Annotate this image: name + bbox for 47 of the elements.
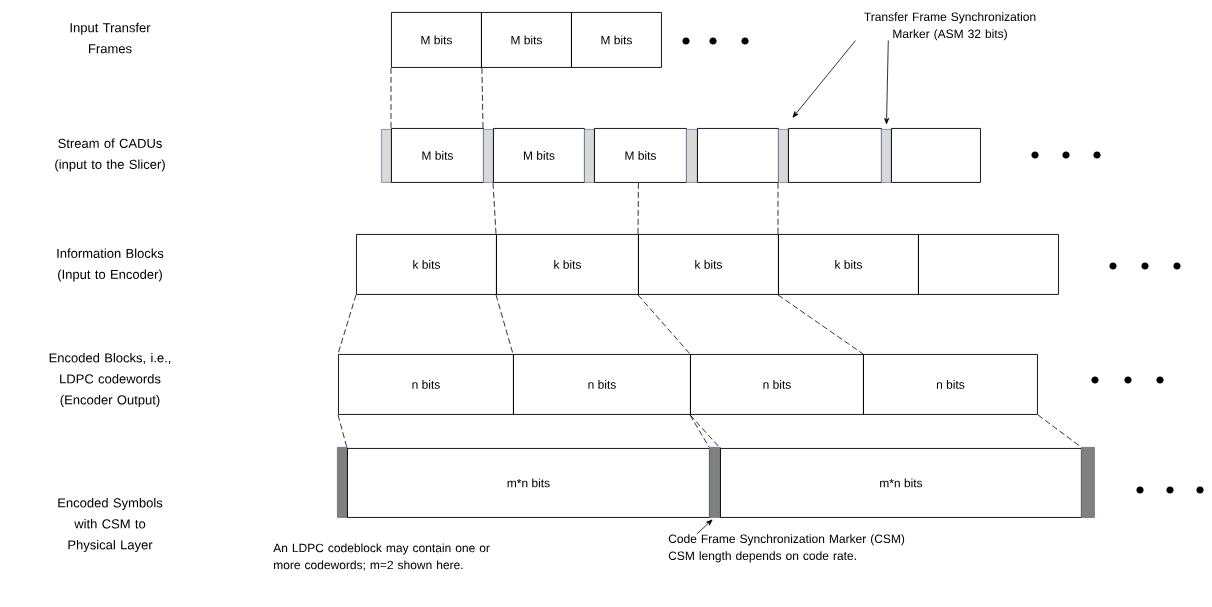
dashed-line xyxy=(390,67,392,129)
sync-marker xyxy=(881,129,892,183)
bit-field-cell: k bits xyxy=(638,234,779,295)
bit-field-cell: n bits xyxy=(338,354,514,415)
bit-field-cell: n bits xyxy=(863,354,1038,415)
annotation-text: Transfer Frame Synchronization Marker (ASM 32 bits) xyxy=(864,12,1036,41)
dashed-line xyxy=(492,182,497,235)
row-label: Input Transfer Frames xyxy=(70,22,151,54)
sync-marker xyxy=(778,129,789,183)
dashed-line xyxy=(337,294,357,355)
row-label: Stream of CADUs (input to the Slicer) xyxy=(55,138,165,172)
row-label: Information Blocks (Input to Encoder) xyxy=(57,248,164,282)
bit-field-cell: n bits xyxy=(690,354,864,415)
dashed-line xyxy=(777,182,779,235)
bit-field-cell: k bits xyxy=(496,234,639,295)
arrow xyxy=(884,40,890,125)
sync-marker xyxy=(686,129,698,183)
row-label: Encoded Symbols with CSM to Physical Layer xyxy=(58,497,163,553)
sync-marker xyxy=(337,447,348,518)
bit-field-cell: k bits xyxy=(356,234,497,295)
dashed-line xyxy=(689,414,710,448)
dashed-line xyxy=(637,182,639,235)
bit-field-cell: M bits xyxy=(571,12,662,68)
bit-field-cell: M bits xyxy=(391,12,482,68)
sync-marker xyxy=(483,129,494,183)
bit-field-cell: m*n bits xyxy=(347,448,710,518)
sync-marker xyxy=(1081,447,1095,518)
bit-field-cell: M bits xyxy=(481,12,572,68)
bit-field-cell: m*n bits xyxy=(720,448,1082,518)
bit-field-cell: k bits xyxy=(778,234,919,295)
dashed-line xyxy=(495,294,514,355)
dashed-line xyxy=(337,414,348,449)
dashed-line xyxy=(637,294,691,355)
empty-cell xyxy=(918,234,1059,295)
arrow xyxy=(696,519,713,535)
arrow xyxy=(792,40,856,118)
dashed-line xyxy=(1037,414,1082,448)
bit-field-cell: n bits xyxy=(513,354,691,415)
annotation-text: Code Frame Synchronization Marker (CSM) CSM length depends on code rate. xyxy=(668,534,905,563)
sync-marker xyxy=(584,129,595,183)
row-label: Encoded Blocks, i.e., LDPC codewords (Encoder Output) xyxy=(49,352,171,408)
dashed-line xyxy=(689,414,721,449)
dashed-line xyxy=(481,67,484,130)
sync-marker xyxy=(381,129,392,183)
dashed-line xyxy=(777,294,864,355)
sync-marker xyxy=(709,447,721,518)
note-text: An LDPC codeblock may contain one or more codewords; m=2 shown here. xyxy=(273,543,490,571)
